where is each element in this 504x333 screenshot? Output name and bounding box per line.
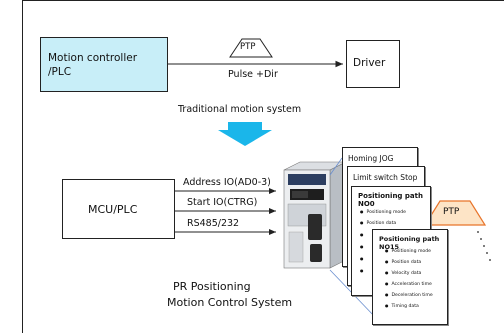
motion-controller-box: Motion controller /PLC [40,37,168,92]
controller-label-line2: /PLC [48,66,72,78]
ptp-label-bottom: PTP [443,207,460,217]
signal-label-address: Address IO(AD0-3) [183,177,271,188]
driver-box: Driver [346,40,400,88]
path-no0-item: Positioning mode [360,209,406,215]
card-path-no15: Positioning path NO15 Positioning mode P… [372,229,448,325]
pr-caption-line1: PR Positioning [173,280,251,293]
path-no0-dot: ● [360,232,364,237]
mcu-plc-box: MCU/PLC [62,179,175,239]
controller-label-line1: Motion controller [48,52,138,64]
path-no15-item: Timing data [385,303,419,309]
mcu-plc-label: MCU/PLC [88,203,138,216]
pr-caption-line2: Motion Control System [167,296,293,309]
path-no0-dot: ● [360,244,364,249]
path-no0-dot: ● [360,256,364,261]
card-limit-label: Limit switch Stop [353,173,418,182]
diagram-frame [22,0,504,333]
pulse-dir-label: Pulse +Dir [228,69,278,80]
path-no0-dot: ● [360,268,364,273]
path-no15-item: Deceleration time [385,292,433,298]
signal-label-rs485: RS485/232 [187,218,240,229]
path-no15-item: Positioning mode [385,248,431,254]
signal-label-start: Start IO(CTRG) [187,197,258,208]
card-homing-label: Homing JOG [348,154,394,163]
path-no15-item: Velocity data [385,270,422,276]
path-no0-title: Positioning path NO0 [358,192,423,208]
path-no15-item: Acceleration time [385,281,432,287]
path-no0-item: Position data [360,220,397,226]
ptp-label-top: PTP [240,42,256,52]
driver-label: Driver [353,57,386,69]
path-no15-item: Position data [385,259,422,265]
traditional-system-caption: Traditional motion system [178,104,302,115]
path-no15-title: Positioning path NO15 [379,235,440,251]
